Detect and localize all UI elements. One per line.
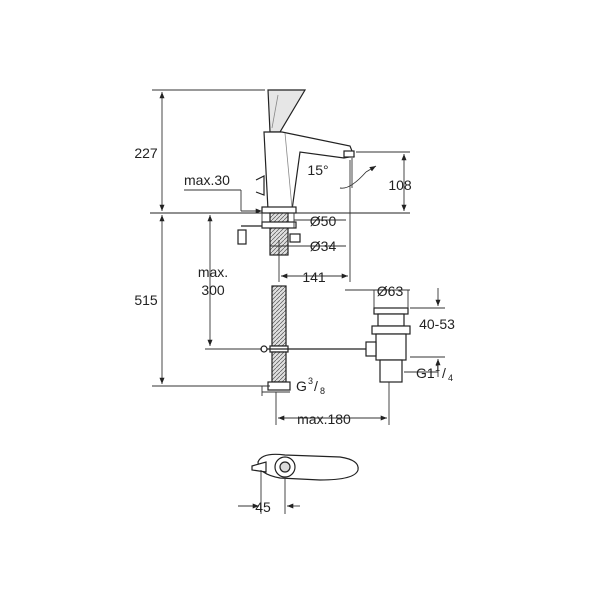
svg-text:3: 3 — [308, 376, 313, 386]
dimension-lines — [152, 89, 445, 425]
label-d63: Ø63 — [377, 283, 404, 299]
top-view-body — [257, 453, 359, 481]
dimension-labels: 227 515 max.30 max. 300 15° 108 Ø50 Ø34 … — [134, 145, 455, 515]
faucet-side-view — [150, 89, 410, 391]
label-108: 108 — [388, 177, 412, 193]
label-max180: max.180 — [297, 411, 351, 427]
faucet-lever — [267, 89, 307, 133]
label-300: 300 — [201, 282, 225, 298]
svg-text:8: 8 — [320, 386, 325, 396]
label-g-3-8: G 3 / 8 — [296, 376, 325, 396]
supply-hose — [271, 285, 287, 347]
faucet-top-view — [251, 453, 359, 481]
label-max: max. — [198, 264, 228, 280]
svg-text:/: / — [442, 365, 446, 381]
svg-text:4: 4 — [448, 373, 453, 383]
label-40-53: 40-53 — [419, 316, 455, 332]
lever-offset-dim — [238, 470, 300, 514]
label-d34: Ø34 — [310, 238, 337, 254]
label-d50: Ø50 — [310, 213, 337, 229]
svg-text:G1: G1 — [416, 365, 435, 381]
label-227: 227 — [134, 145, 158, 161]
side-knob — [255, 175, 265, 196]
popup-rod — [260, 345, 368, 353]
svg-text:G: G — [296, 378, 307, 394]
label-max30: max.30 — [184, 172, 230, 188]
label-15deg: 15° — [307, 162, 328, 178]
label-515: 515 — [134, 292, 158, 308]
label-141: 141 — [302, 269, 326, 285]
svg-text:/: / — [314, 378, 318, 394]
waste-assembly — [365, 307, 411, 383]
svg-text:1: 1 — [435, 363, 440, 373]
aerator — [343, 150, 355, 158]
base-plate — [261, 206, 297, 214]
label-45: 45 — [255, 499, 271, 515]
label-g1-1-4: G1 1 / 4 — [416, 363, 453, 383]
